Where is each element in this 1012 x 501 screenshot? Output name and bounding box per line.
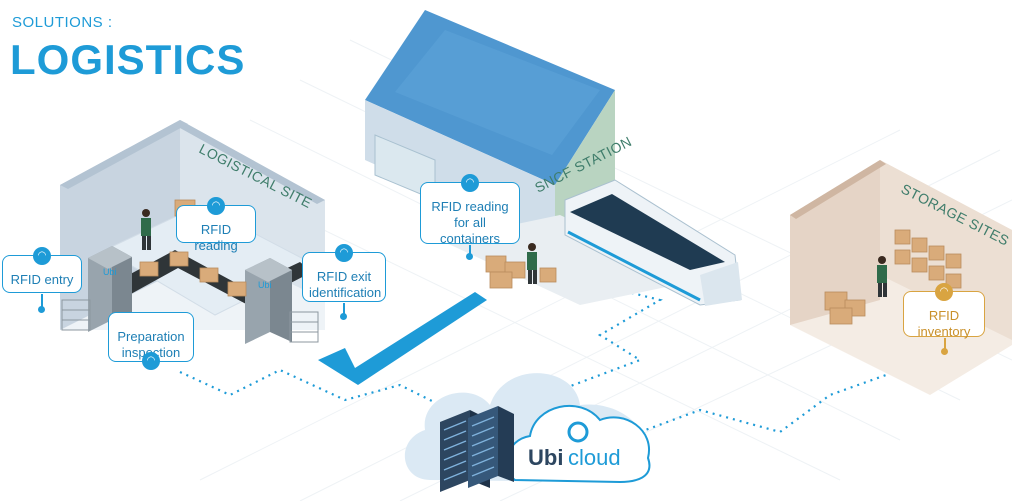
brand-cloud: cloud bbox=[568, 445, 621, 470]
shelving bbox=[824, 229, 962, 325]
worker-icon bbox=[877, 256, 887, 297]
flow-arrow bbox=[318, 292, 487, 385]
rfid-wave-icon: ◠ bbox=[335, 244, 353, 262]
callout-rfid-reading: ◠ RFID reading bbox=[176, 197, 256, 253]
logistical-site: Ubi Ubi LOGISTICAL SITE bbox=[60, 120, 325, 344]
box-icon bbox=[485, 255, 557, 289]
rfid-gate-exit bbox=[245, 258, 292, 344]
rfid-wave-icon: ◠ bbox=[935, 283, 953, 301]
callout-text: RFID reading for all containers bbox=[431, 199, 509, 246]
cart bbox=[61, 299, 319, 343]
callout-preparation-inspection: ◠ Preparation inspection bbox=[108, 312, 194, 370]
callout-rfid-containers: ◠ RFID reading for all containers bbox=[420, 174, 520, 260]
callout-rfid-exit: ◠ RFID exit identification bbox=[302, 244, 386, 320]
sncf-station: SNCF STATION bbox=[365, 10, 742, 306]
callout-text: RFID exit identification bbox=[309, 269, 382, 300]
callout-rfid-inventory: ◠ RFID inventory bbox=[903, 283, 985, 355]
rfid-wave-icon: ◠ bbox=[207, 197, 225, 215]
callout-rfid-entry: ◠ RFID entry bbox=[2, 247, 82, 313]
network-lines bbox=[179, 249, 946, 434]
ubicloud-logo: Ubi cloud bbox=[528, 421, 621, 470]
rfid-wave-icon: ◠ bbox=[461, 174, 479, 192]
brand-ubi: Ubi bbox=[528, 445, 563, 470]
callout-text: RFID reading bbox=[194, 222, 238, 253]
server-rack-icon bbox=[440, 406, 514, 492]
storage-sites: STORAGE SITES bbox=[790, 160, 1012, 395]
rfid-wave-icon: ◠ bbox=[142, 352, 160, 370]
gate-brand-label: Ubi bbox=[258, 280, 272, 290]
page-title: LOGISTICS bbox=[10, 36, 246, 83]
callout-text: RFID entry bbox=[10, 272, 74, 287]
worker-icon bbox=[141, 209, 151, 250]
gate-brand-label: Ubi bbox=[103, 267, 117, 277]
train-icon bbox=[564, 179, 742, 306]
rfid-wave-icon: ◠ bbox=[33, 247, 51, 265]
worker-icon bbox=[527, 243, 537, 284]
rfid-gate-entry bbox=[88, 246, 132, 332]
section-label: SOLUTIONS : bbox=[12, 14, 113, 31]
callout-text: RFID inventory bbox=[917, 308, 971, 339]
